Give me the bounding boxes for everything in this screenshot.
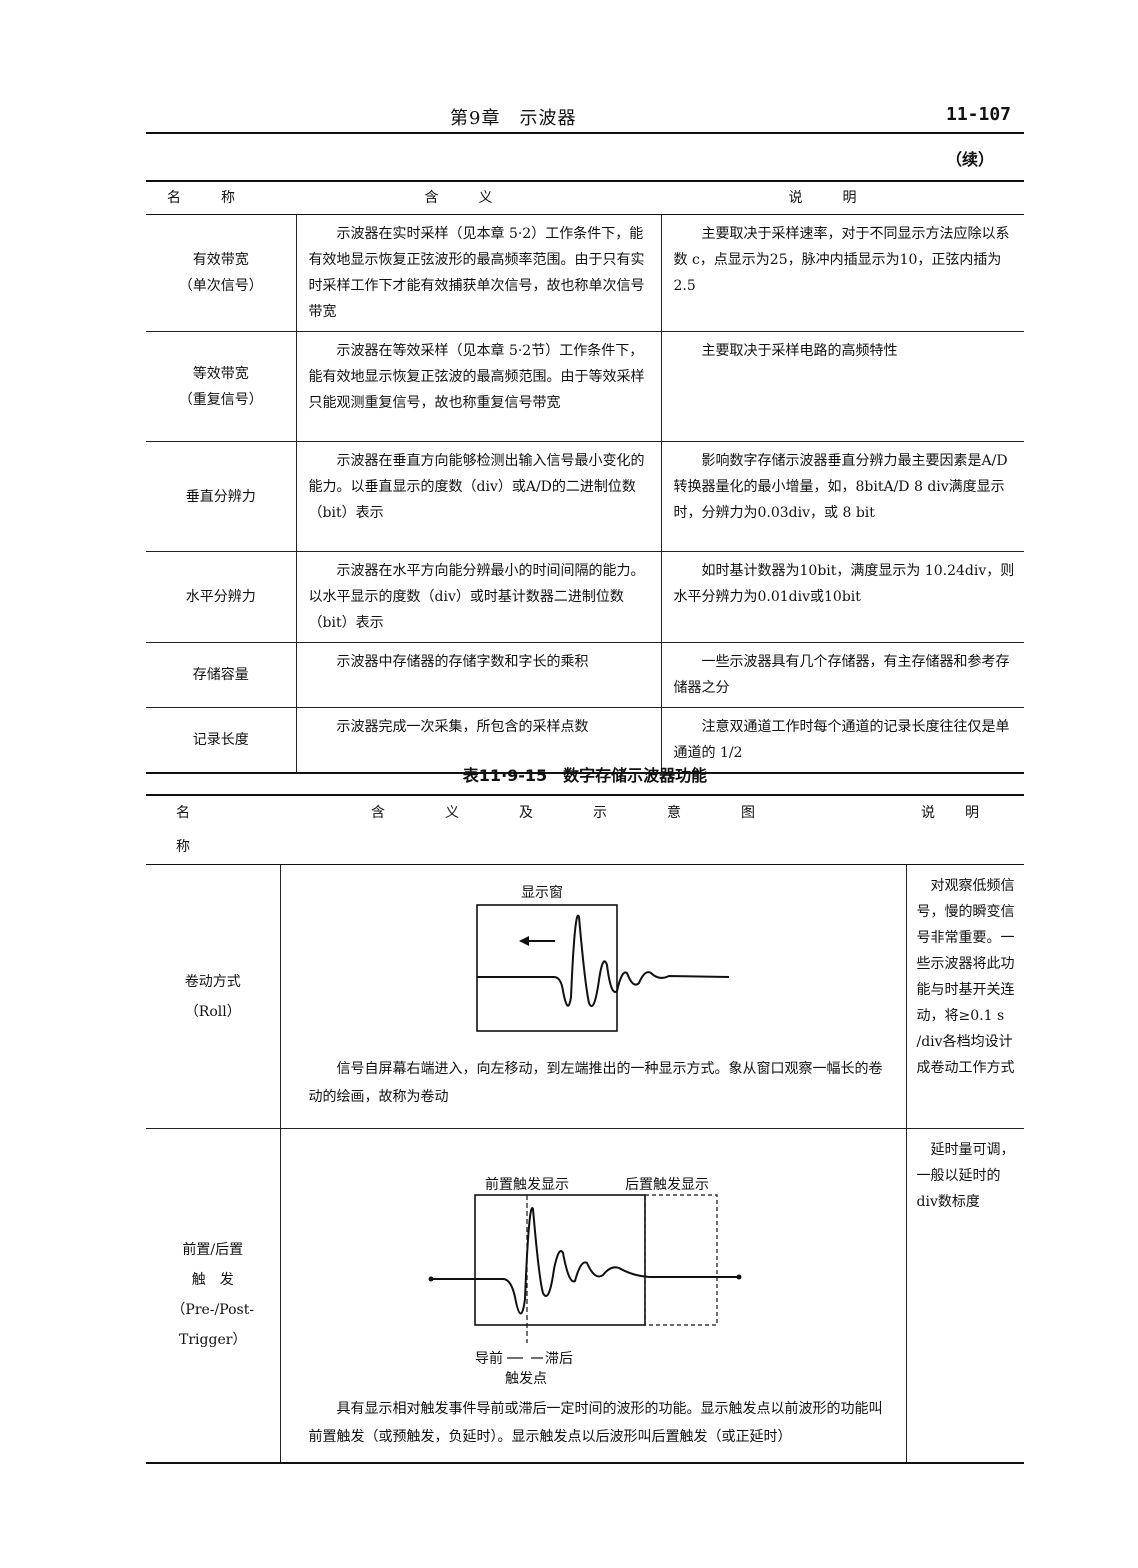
column-header-meaning: 含义 — [296, 181, 661, 215]
row-note: 主要取决于采样速率，对于不同显示方法应除以系数 c，点显示为25，脉冲内插显示为… — [661, 214, 1024, 332]
table-row: 前置/后置触 发（Pre-/Post-Trigger） 前置触发显示 后置触发显… — [146, 1128, 1024, 1463]
table-header-row: 名称 含义 说明 — [146, 181, 1024, 215]
row-name: 卷动方式（Roll） — [146, 864, 281, 1129]
row-note: 对观察低频信号，慢的瞬变信号非常重要。一些示波器将此功能与时基开关连动，将≥0.… — [906, 864, 1024, 1129]
pre-trigger-label: 前置触发显示 — [485, 1176, 569, 1193]
row-note: 主要取决于采样电路的高频特性 — [661, 331, 1024, 442]
display-window-label: 显示窗 — [521, 884, 563, 901]
row-meaning: 示波器在垂直方向能够检测出输入信号最小变化的能力。以垂直显示的度数（div）或A… — [296, 441, 662, 552]
column-header-name: 名称 — [146, 181, 296, 215]
table-row: 水平分辨力 示波器在水平方向能分辨最小的时间间隔的能力。以水平显示的度数（div… — [146, 551, 1024, 643]
row-meaning: 显示窗 信号自屏幕右端进入，向左移动，到左端推出的一种显示方式。象从窗口观察一幅… — [280, 864, 907, 1129]
triggered-waveform — [430, 1207, 739, 1315]
row-note: 如时基计数器为10bit，满度显示为 10.24div，则水平分辨力为0.01d… — [661, 551, 1024, 643]
post-trigger-window — [643, 1194, 718, 1326]
table-row: 存储容量 示波器中存储器的存储字数和字长的乘积 一些示波器具有几个存储器，有主存… — [146, 642, 1024, 708]
damped-waveform — [476, 914, 729, 1008]
trigger-point-label: 触发点 — [505, 1371, 547, 1387]
row-name: 存储容量 — [146, 642, 297, 708]
row-note: 延时量可调，一般以延时的div数标度 — [916, 1142, 1015, 1210]
row-name: 有效带宽（单次信号） — [146, 214, 297, 332]
row-note: 注意双通道工作时每个通道的记录长度往往仅是单通道的 1/2 — [673, 719, 1010, 761]
roll-mode-diagram: 显示窗 — [475, 884, 729, 1032]
row-meaning: 示波器在实时采样（见本章 5·2）工作条件下，能有效地显示恢复正弦波形的最高频率… — [296, 214, 662, 332]
column-header-note: 说明 — [906, 795, 1024, 865]
row-name: 前置/后置触 发（Pre-/Post-Trigger） — [146, 1128, 281, 1463]
trigger-description: 具有显示相对触发事件导前或滞后一定时间的波形的功能。显示触发点以前波形的功能叫前… — [308, 1401, 883, 1445]
header-rule — [146, 132, 1024, 134]
column-header-name: 名称 — [146, 795, 280, 865]
table-row: 等效带宽（重复信号） 示波器在等效采样（见本章 5·2节）工作条件下，能有效地显… — [146, 331, 1024, 442]
arrowhead-icon — [518, 936, 529, 946]
row-name: 垂直分辨力 — [146, 441, 297, 552]
roll-description: 信号自屏幕右端进入，向左移动，到左端推出的一种显示方式。象从窗口观察一幅长的卷动… — [308, 1061, 883, 1105]
functions-table: 名称 含义及示意图 说明 卷动方式（Roll） 显示窗 信号自屏幕右端进入，向左… — [146, 794, 1024, 1464]
row-name: 水平分辨力 — [146, 551, 297, 643]
table-row: 卷动方式（Roll） 显示窗 信号自屏幕右端进入，向左移动，到左端推出的一种显示… — [146, 864, 1024, 1129]
lag-label: 滞后 — [545, 1351, 573, 1367]
waveform-end-dot — [736, 1274, 741, 1280]
table-row: 记录长度 示波器完成一次采集，所包含的采样点数 注意双通道工作时每个通道的记录长… — [146, 707, 1024, 773]
post-trigger-label: 后置触发显示 — [625, 1177, 709, 1193]
row-meaning: 示波器在等效采样（见本章 5·2节）工作条件下，能有效地显示恢复正弦波的最高频范… — [296, 331, 662, 442]
row-note: 影响数字存储示波器垂直分辨力最主要因素是A/D转换器量化的最小增量，如，8bit… — [661, 441, 1024, 552]
column-header-meaning: 含义及示意图 — [280, 795, 906, 865]
row-name: 记录长度 — [146, 707, 297, 773]
row-name: 等效带宽（重复信号） — [146, 331, 297, 442]
continued-label: （续） — [946, 150, 995, 169]
display-window-frame — [475, 904, 618, 1032]
column-header-note: 说明 — [661, 181, 1024, 215]
table2-title: 表11·9-15 数字存储示波器功能 — [462, 766, 708, 785]
trigger-diagram: 前置触发显示 后置触发显示 导前 滞后 触发点 — [428, 1176, 741, 1387]
row-meaning: 示波器完成一次采集，所包含的采样点数 — [296, 707, 662, 773]
chapter-title: 第9章 示波器 — [450, 108, 577, 129]
row-meaning: 前置触发显示 后置触发显示 导前 滞后 触发点 具有显示相对触发事件导前或滞后一… — [280, 1128, 907, 1463]
pre-trigger-window — [473, 1194, 646, 1326]
row-note: 一些示波器具有几个存储器，有主存储器和参考存储器之分 — [661, 642, 1024, 708]
row-meaning: 示波器中存储器的存储字数和字长的乘积 — [296, 642, 662, 708]
properties-table: 名称 含义 说明 有效带宽（单次信号） 示波器在实时采样（见本章 5·2）工作条… — [146, 180, 1024, 774]
waveform-start-dot — [428, 1276, 433, 1282]
table-row: 垂直分辨力 示波器在垂直方向能够检测出输入信号最小变化的能力。以垂直显示的度数（… — [146, 441, 1024, 552]
row-meaning: 示波器在水平方向能分辨最小的时间间隔的能力。以水平显示的度数（div）或时基计数… — [296, 551, 662, 643]
lead-label: 导前 — [475, 1350, 503, 1367]
table-header-row: 名称 含义及示意图 说明 — [146, 795, 1024, 865]
table-row: 有效带宽（单次信号） 示波器在实时采样（见本章 5·2）工作条件下，能有效地显示… — [146, 214, 1024, 332]
page-number: 11-107 — [946, 104, 1012, 125]
